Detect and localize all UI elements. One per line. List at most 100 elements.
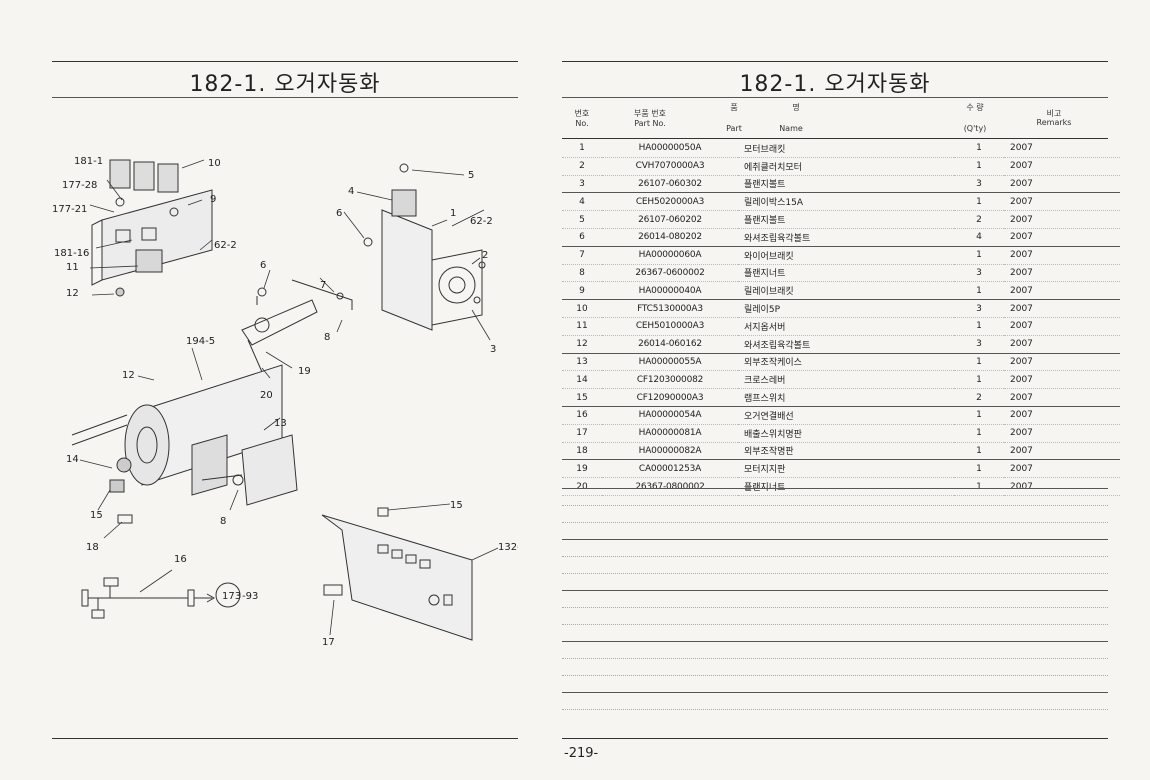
cell-part-number: HA00000060A [602, 246, 738, 265]
cell-no: 4 [562, 192, 602, 212]
empty-line [562, 692, 1108, 693]
cell-remarks: 2007 [1004, 140, 1120, 158]
header-name-kr-2: 명 [792, 103, 800, 112]
cell-no: 2 [562, 157, 602, 176]
cell-part-number: CF1203000082 [602, 370, 738, 390]
cell-part-number: CVH7070000A3 [602, 157, 738, 176]
cell-quantity: 3 [954, 299, 1004, 318]
cell-quantity: 1 [954, 406, 1004, 425]
callout-label: 10 [208, 158, 221, 169]
cell-quantity: 1 [954, 192, 1004, 212]
callout-label: 7 [320, 280, 326, 291]
right-top-rule [562, 61, 1108, 62]
relay-bracket-assembly [91, 159, 213, 297]
callout-label: 15 [90, 510, 103, 521]
cell-remarks: 2007 [1004, 317, 1120, 336]
cell-remarks: 2007 [1004, 388, 1120, 407]
callout-label: -93 [242, 591, 258, 602]
cell-quantity: 1 [954, 424, 1004, 443]
empty-line [562, 539, 1108, 540]
cell-part-number: HA00000055A [602, 353, 738, 372]
callout-label: 3 [490, 344, 496, 355]
cell-part-number: HA00000054A [602, 406, 738, 425]
cell-no: 8 [562, 264, 602, 283]
cell-quantity: 2 [954, 210, 1004, 229]
exploded-parts-diagram: 181-110177-289177-21181-161162-212456162… [52, 156, 518, 648]
header-qty-en: (Q'ty) [963, 124, 987, 133]
cell-part-number: HA00000040A [602, 281, 738, 301]
cell-no: 11 [562, 317, 602, 336]
cell-part-name: 모터지지판 [738, 459, 954, 479]
cell-remarks: 2007 [1004, 281, 1120, 301]
empty-line [562, 641, 1108, 642]
header-no-en: No. [575, 119, 589, 128]
callout-label: 17 [322, 637, 335, 648]
cell-part-name: 와셔조립육각볼트 [738, 335, 954, 354]
cell-part-name: 외부조작명판 [738, 442, 954, 461]
header-no-kr: 번호 [574, 109, 590, 118]
callout-label: 6 [260, 260, 266, 271]
cell-remarks: 2007 [1004, 353, 1120, 372]
cell-remarks: 2007 [1004, 459, 1120, 479]
callout-label: 20 [260, 390, 273, 401]
header-name-en-1: Part [726, 124, 742, 133]
cell-no: 12 [562, 335, 602, 354]
callout-label: 181-16 [54, 248, 89, 259]
left-page-title: 182-1. 오거자동화 [189, 72, 381, 97]
cell-remarks: 2007 [1004, 477, 1120, 496]
callout-label: 9 [210, 194, 216, 205]
cell-part-number: 26014-060162 [602, 335, 738, 354]
callout-label: 181-1 [74, 156, 103, 167]
page-number: -219- [564, 746, 599, 761]
empty-line [562, 488, 1108, 489]
cell-part-number: FTC5130000A3 [602, 299, 738, 318]
cell-no: 15 [562, 388, 602, 407]
cell-quantity: 3 [954, 335, 1004, 354]
empty-line [562, 556, 1108, 557]
cell-quantity: 1 [954, 353, 1004, 372]
empty-line [562, 505, 1108, 506]
callout-label: 1 [450, 208, 456, 219]
callout-label: 19 [298, 366, 311, 377]
cell-remarks: 2007 [1004, 175, 1120, 194]
cell-part-name: 에취클러치모터 [738, 157, 954, 176]
cell-part-name: 램프스위치 [738, 388, 954, 407]
cell-remarks: 2007 [1004, 264, 1120, 283]
cell-no: 6 [562, 228, 602, 247]
cell-part-number: 26107-060202 [602, 210, 738, 229]
callout-label: 11 [66, 262, 79, 273]
cell-part-number: CA00001253A [602, 459, 738, 479]
callout-label: 15 [450, 500, 463, 511]
empty-line [562, 658, 1108, 659]
header-part-no-en: Part No. [634, 119, 666, 128]
callout-label: 177-21 [52, 204, 87, 215]
callout-label: 8 [220, 516, 226, 527]
cell-part-name: 모터브래킷 [738, 140, 954, 158]
callout-label: 6 [336, 208, 342, 219]
cell-part-number: CF12090000A3 [602, 388, 738, 407]
cell-no: 18 [562, 442, 602, 461]
cell-part-number: HA00000082A [602, 442, 738, 461]
cell-part-name: 릴레이박스15A [738, 192, 954, 212]
cell-quantity: 1 [954, 477, 1004, 496]
right-page-title: 182-1. 오거자동화 [739, 72, 931, 97]
cell-quantity: 3 [954, 264, 1004, 283]
cell-quantity: 3 [954, 175, 1004, 194]
cell-quantity: 1 [954, 317, 1004, 336]
cell-part-number: CEH5010000A3 [602, 317, 738, 336]
header-remarks-kr: 비고 [1046, 109, 1062, 118]
